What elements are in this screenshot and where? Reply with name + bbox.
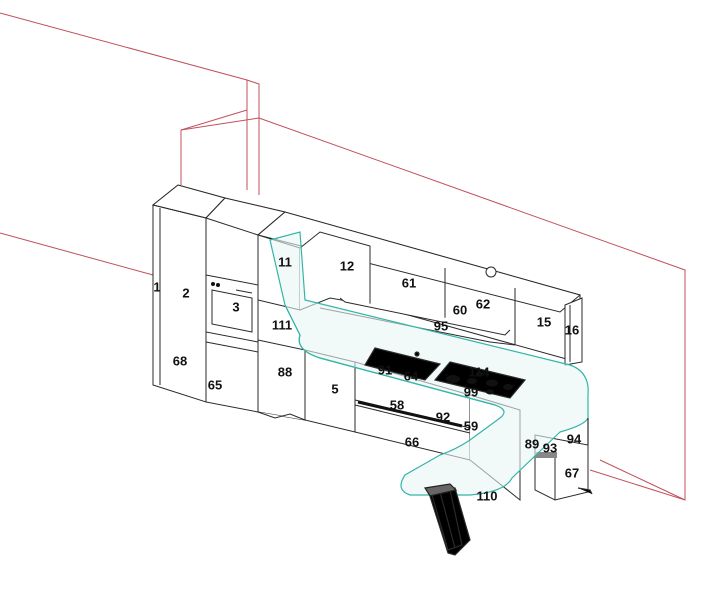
label-64: 64 — [403, 368, 419, 384]
room-walls — [0, 13, 685, 500]
back-wall-base — [600, 460, 685, 500]
oven-knob-1 — [211, 282, 215, 286]
label-110: 110 — [476, 488, 498, 504]
label-114: 114 — [468, 364, 490, 380]
hob-burner-5 — [503, 384, 513, 390]
label-12: 12 — [339, 258, 355, 274]
oven-column-split — [206, 342, 258, 352]
hob-burner-4 — [476, 371, 484, 377]
sink-tap — [415, 352, 419, 356]
tall-unit-left-door-split — [153, 205, 206, 218]
oven-window — [212, 290, 252, 332]
base-unit-plinth-left — [258, 412, 305, 420]
end-unit — [535, 435, 588, 500]
label-60: 60 — [452, 302, 468, 318]
hob-burner-3 — [486, 379, 498, 387]
wall-unit-end — [565, 298, 582, 365]
label-15: 15 — [536, 314, 552, 330]
hob-burner-2 — [467, 378, 477, 384]
extractor-fan — [486, 267, 496, 277]
label-99: 99 — [463, 384, 479, 400]
label-67: 67 — [564, 465, 580, 481]
label-95: 95 — [433, 318, 449, 334]
bar-support-edge — [440, 492, 455, 548]
hob-burner-1 — [446, 375, 460, 383]
label-93: 93 — [542, 440, 558, 456]
back-wall-inner — [181, 118, 259, 130]
label-11: 11 — [278, 254, 292, 270]
sink — [365, 348, 440, 380]
oven-knob-2 — [216, 283, 220, 287]
back-wall-outline — [259, 118, 685, 500]
base-unit-left — [258, 340, 305, 420]
label-89: 89 — [524, 436, 540, 452]
label-88: 88 — [277, 364, 293, 380]
end-panel-detail — [578, 488, 592, 494]
drawer-handle — [358, 402, 462, 426]
label-91: 91 — [377, 362, 393, 378]
label-61: 61 — [401, 275, 417, 291]
oven-display — [236, 290, 252, 293]
label-59: 59 — [463, 418, 479, 434]
wall-units — [258, 212, 582, 365]
wall-unit-curve — [300, 232, 370, 310]
label-1: 1 — [153, 279, 161, 295]
extractor-hood — [340, 298, 510, 335]
label-92: 92 — [435, 409, 451, 425]
end-unit-shelf — [535, 452, 557, 458]
label-94: 94 — [566, 431, 582, 447]
label-111: 111 — [271, 317, 293, 333]
tall-units — [153, 185, 285, 412]
label-16: 16 — [564, 322, 580, 338]
left-wall-bottom-edge — [0, 233, 153, 275]
label-65: 65 — [207, 377, 223, 393]
hob — [435, 362, 525, 398]
label-58: 58 — [389, 397, 405, 413]
bar-support-cap — [425, 484, 456, 496]
label-68: 68 — [172, 353, 188, 369]
label-3: 3 — [232, 299, 240, 315]
left-wall-top-edge — [0, 13, 259, 195]
label-5: 5 — [331, 381, 339, 397]
label-66: 66 — [404, 434, 420, 450]
worktop — [270, 232, 592, 555]
worktop-inner — [285, 305, 495, 405]
label-62: 62 — [475, 296, 491, 312]
drawer-split-2 — [355, 405, 470, 433]
back-wall-top-edge-2 — [181, 110, 247, 130]
hob-burner-6 — [486, 389, 494, 395]
label-2: 2 — [182, 285, 190, 301]
